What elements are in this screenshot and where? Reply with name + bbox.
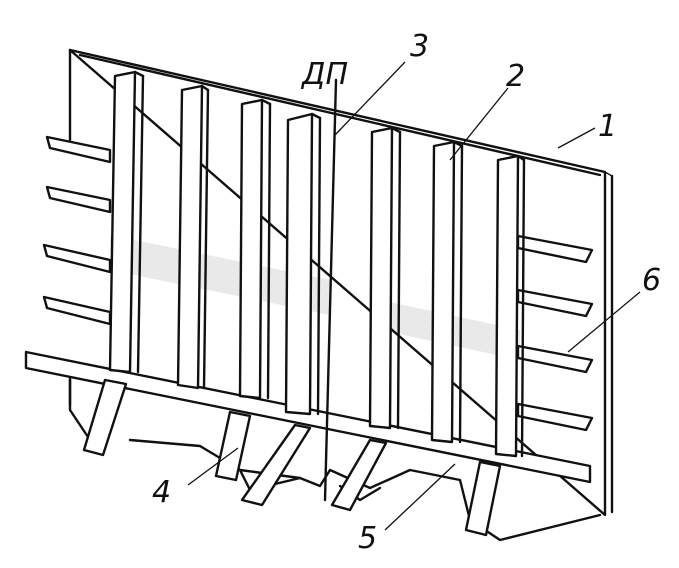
brackets <box>82 378 502 537</box>
callout-6: 6 <box>642 263 661 298</box>
leader-lines <box>187 61 641 531</box>
callout-4: 4 <box>152 475 171 510</box>
callout-3: 3 <box>410 29 429 64</box>
right-shelves <box>516 234 594 432</box>
centerline <box>323 78 338 502</box>
callout-1: 1 <box>598 109 617 144</box>
callout-5: 5 <box>358 521 377 556</box>
left-shelves <box>42 135 112 326</box>
bulkhead-plate <box>68 48 614 540</box>
callout-2: 2 <box>506 59 525 94</box>
centerline-label: ДП <box>300 57 348 92</box>
vertical-stiffeners <box>108 70 526 458</box>
